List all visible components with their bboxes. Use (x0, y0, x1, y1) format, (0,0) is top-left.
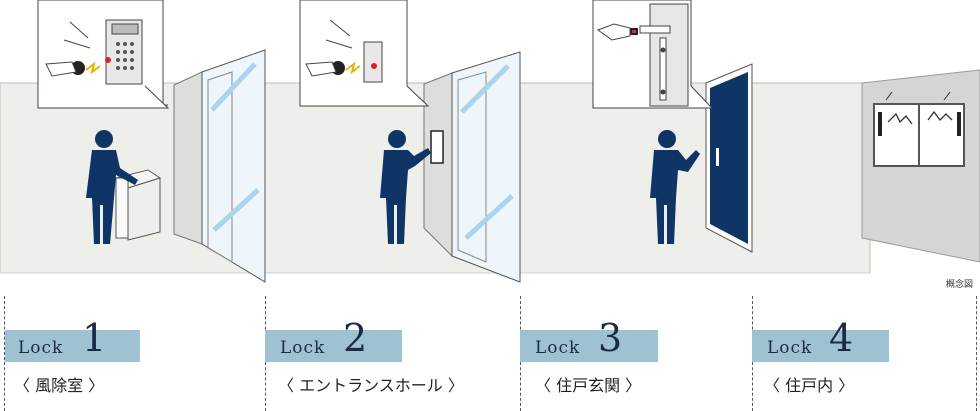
intercom-panel (114, 169, 162, 241)
lock-label-2: Lock (280, 338, 326, 358)
lock-number-2: 2 (343, 316, 368, 360)
lock-band-4 (752, 330, 889, 362)
lock-number-3: 3 (598, 316, 623, 360)
resident-figure-3 (650, 130, 700, 244)
lock-number-4: 4 (829, 316, 854, 360)
lock-band-1 (5, 330, 140, 362)
lock-band-2 (265, 330, 402, 362)
section-divider (976, 296, 977, 411)
zoom-bubble-2 (299, 0, 430, 107)
concept-caption: 概念図 (946, 280, 974, 290)
lock-band-3 (520, 330, 658, 362)
window-icon (873, 91, 965, 167)
lock-place-2: 〈 エントランスホール 〉 (278, 376, 464, 395)
lock-number-1: 1 (82, 316, 107, 360)
resident-figure-1 (86, 130, 138, 244)
lock-place-1: 〈 風除室 〉 (14, 376, 105, 395)
lock-label-1: Lock (18, 338, 64, 358)
auto-door-1 (173, 49, 266, 283)
resident-figure-2 (380, 130, 431, 244)
card-reader-2 (430, 130, 444, 164)
auto-door-2 (423, 51, 521, 283)
lock-place-4: 〈 住戸内 〉 (764, 376, 855, 395)
lock-label-4: Lock (767, 338, 813, 358)
section-divider (4, 296, 5, 411)
lock-label-3: Lock (535, 338, 581, 358)
security-illustration (0, 0, 980, 283)
zoom-bubble-3 (592, 0, 714, 109)
unit-door (705, 63, 753, 253)
lock-place-3: 〈 住戸玄関 〉 (535, 376, 642, 395)
zoom-bubble-1 (37, 0, 170, 109)
